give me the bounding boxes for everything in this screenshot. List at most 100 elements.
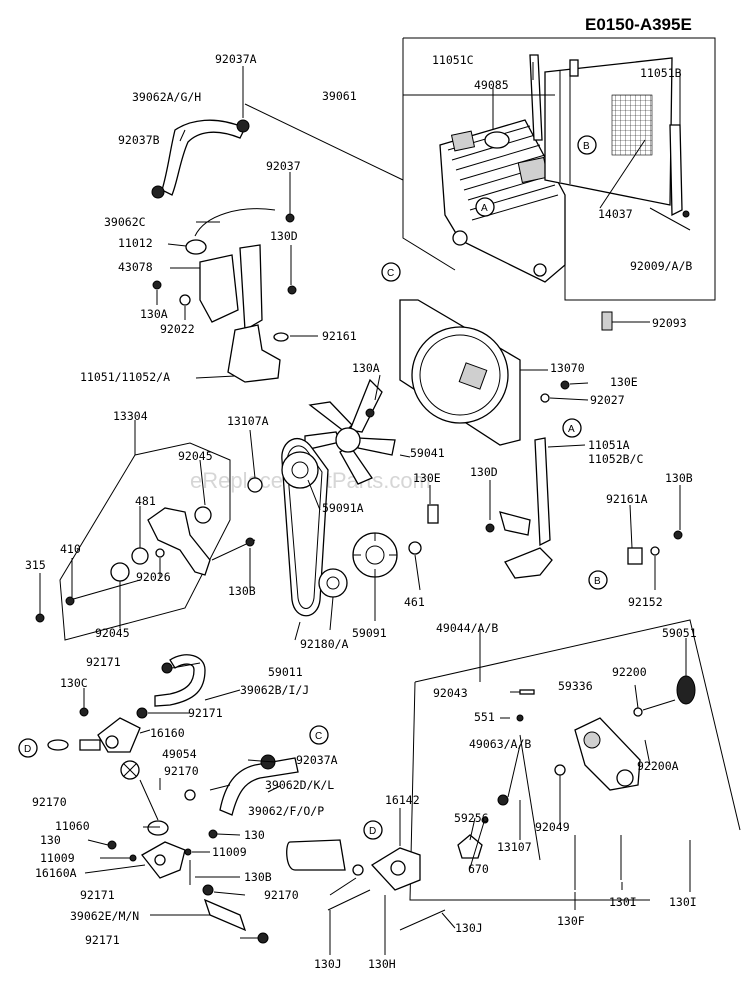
bolt-130c[interactable]	[79, 707, 89, 717]
label-130b-right: 130B	[665, 471, 693, 485]
clip-92026[interactable]	[155, 548, 165, 558]
label-130i-a: 130I	[609, 895, 637, 909]
tension-arm[interactable]	[147, 507, 211, 576]
bearing-92045-top[interactable]	[194, 506, 212, 524]
thermostat-housing-16160[interactable]	[97, 717, 141, 753]
bolt-130d-top[interactable]	[287, 285, 297, 295]
clamp-92037a[interactable]	[236, 119, 250, 133]
bolt-130a-mid[interactable]	[365, 408, 375, 418]
seal-49063[interactable]	[497, 794, 509, 806]
part-92093[interactable]	[601, 311, 613, 331]
ref-b-1-label: B	[583, 141, 590, 152]
washer-92027[interactable]	[540, 393, 550, 403]
nut-461[interactable]	[408, 541, 422, 555]
bolt-130a-left[interactable]	[152, 280, 162, 290]
upper-hose[interactable]	[161, 119, 246, 196]
collar-92152[interactable]	[650, 546, 660, 556]
radiator-cap[interactable]	[484, 131, 510, 149]
fan-shroud[interactable]	[399, 299, 521, 446]
bolt-130j-right[interactable]	[399, 909, 446, 931]
bolt-130b-mid[interactable]	[245, 537, 255, 547]
gasket-11009-left[interactable]	[129, 854, 137, 862]
grommet-92161a[interactable]	[627, 547, 643, 565]
rod-11051c[interactable]	[529, 54, 543, 141]
label-92009ab: 92009/A/B	[630, 259, 692, 273]
clamp-92170-c[interactable]	[352, 864, 364, 876]
clamp-92170-a[interactable]	[47, 739, 69, 751]
label-11012: 11012	[118, 236, 153, 250]
label-92027: 92027	[590, 393, 625, 407]
label-13107: 13107	[497, 840, 532, 854]
clamp-92171-c[interactable]	[202, 884, 214, 896]
bolt-92037[interactable]	[285, 213, 295, 223]
tank-cap-11012[interactable]	[185, 239, 207, 255]
overflow-hose[interactable]	[194, 208, 276, 237]
clamp-92170-b[interactable]	[184, 789, 196, 801]
label-130f: 130F	[557, 914, 585, 928]
label-92045-top: 92045	[178, 449, 213, 463]
label-59051: 59051	[662, 626, 697, 640]
bolt-92009[interactable]	[682, 210, 690, 218]
label-14037: 14037	[598, 207, 633, 221]
reserve-tank-43078[interactable]	[199, 244, 263, 332]
clamp-92171-a[interactable]	[161, 662, 173, 674]
pin-551[interactable]	[516, 714, 524, 722]
bolt-130b-right[interactable]	[673, 530, 683, 540]
label-481: 481	[135, 494, 156, 508]
screen-bracket[interactable]	[669, 124, 683, 217]
hose-39062d[interactable]	[219, 757, 299, 816]
part-labels: 11051C 11051B 49085 39061 92037A 39062A/…	[25, 52, 697, 971]
pulley-92180a[interactable]	[318, 568, 348, 598]
ring-481[interactable]	[131, 547, 149, 565]
spacer-13107a[interactable]	[247, 477, 263, 493]
hose-39062f[interactable]	[286, 839, 346, 871]
clamp-92171-d[interactable]	[257, 932, 269, 944]
radiator[interactable]	[439, 119, 566, 283]
pump-housing-59336[interactable]	[574, 717, 641, 791]
label-130b-low: 130B	[244, 870, 272, 884]
ref-a-1-label: A	[481, 203, 488, 214]
washer-92049[interactable]	[554, 764, 566, 776]
washer-92022[interactable]	[179, 294, 191, 306]
seal-92200[interactable]	[633, 707, 643, 717]
ref-c-1-label: C	[387, 268, 394, 279]
bolt-130j-left[interactable]	[327, 889, 371, 911]
radiator-screen[interactable]	[544, 57, 673, 206]
bolt-130e-right[interactable]	[560, 380, 570, 390]
pulley-59091[interactable]	[352, 532, 398, 578]
hose-39062e[interactable]	[203, 898, 247, 932]
pipe-16142[interactable]	[370, 847, 421, 891]
bolt-130-left[interactable]	[107, 840, 117, 850]
pin-670[interactable]	[481, 816, 489, 824]
label-39062agh: 39062A/G/H	[132, 90, 201, 104]
impeller-59256[interactable]	[457, 834, 483, 859]
label-49044ab: 49044/A/B	[436, 621, 498, 635]
bolt-130d-mid[interactable]	[485, 523, 495, 533]
nut-315[interactable]	[35, 613, 45, 623]
gasket-11009-right[interactable]	[184, 848, 192, 856]
clamp-92171-b[interactable]	[136, 707, 148, 719]
gasket-11060[interactable]	[147, 820, 169, 836]
label-130d-mid: 130D	[470, 465, 498, 479]
label-92180a: 92180/A	[300, 637, 349, 651]
pulley-59051[interactable]	[676, 675, 696, 705]
bolt-130e-mid[interactable]	[427, 504, 439, 524]
water-flange-16160a[interactable]	[141, 841, 186, 879]
label-92170-b: 92170	[32, 795, 67, 809]
label-11051a: 11051A	[588, 438, 630, 452]
clamp-92037b[interactable]	[151, 185, 165, 199]
thermostat-49054[interactable]	[120, 760, 140, 780]
tank-bracket[interactable]	[227, 324, 281, 383]
grommet-92161[interactable]	[273, 332, 289, 342]
pin-92043[interactable]	[519, 689, 535, 695]
label-92043: 92043	[433, 686, 468, 700]
bolt-130-mid[interactable]	[208, 829, 218, 839]
bracket-11051a[interactable]	[499, 437, 553, 579]
washer-410[interactable]	[65, 596, 75, 606]
hose-39062b[interactable]	[154, 654, 206, 707]
bearing-92045-bottom[interactable]	[110, 562, 130, 582]
pulley-59091a[interactable]	[281, 451, 319, 489]
label-670: 670	[468, 862, 489, 876]
fan-59041[interactable]	[304, 378, 396, 485]
